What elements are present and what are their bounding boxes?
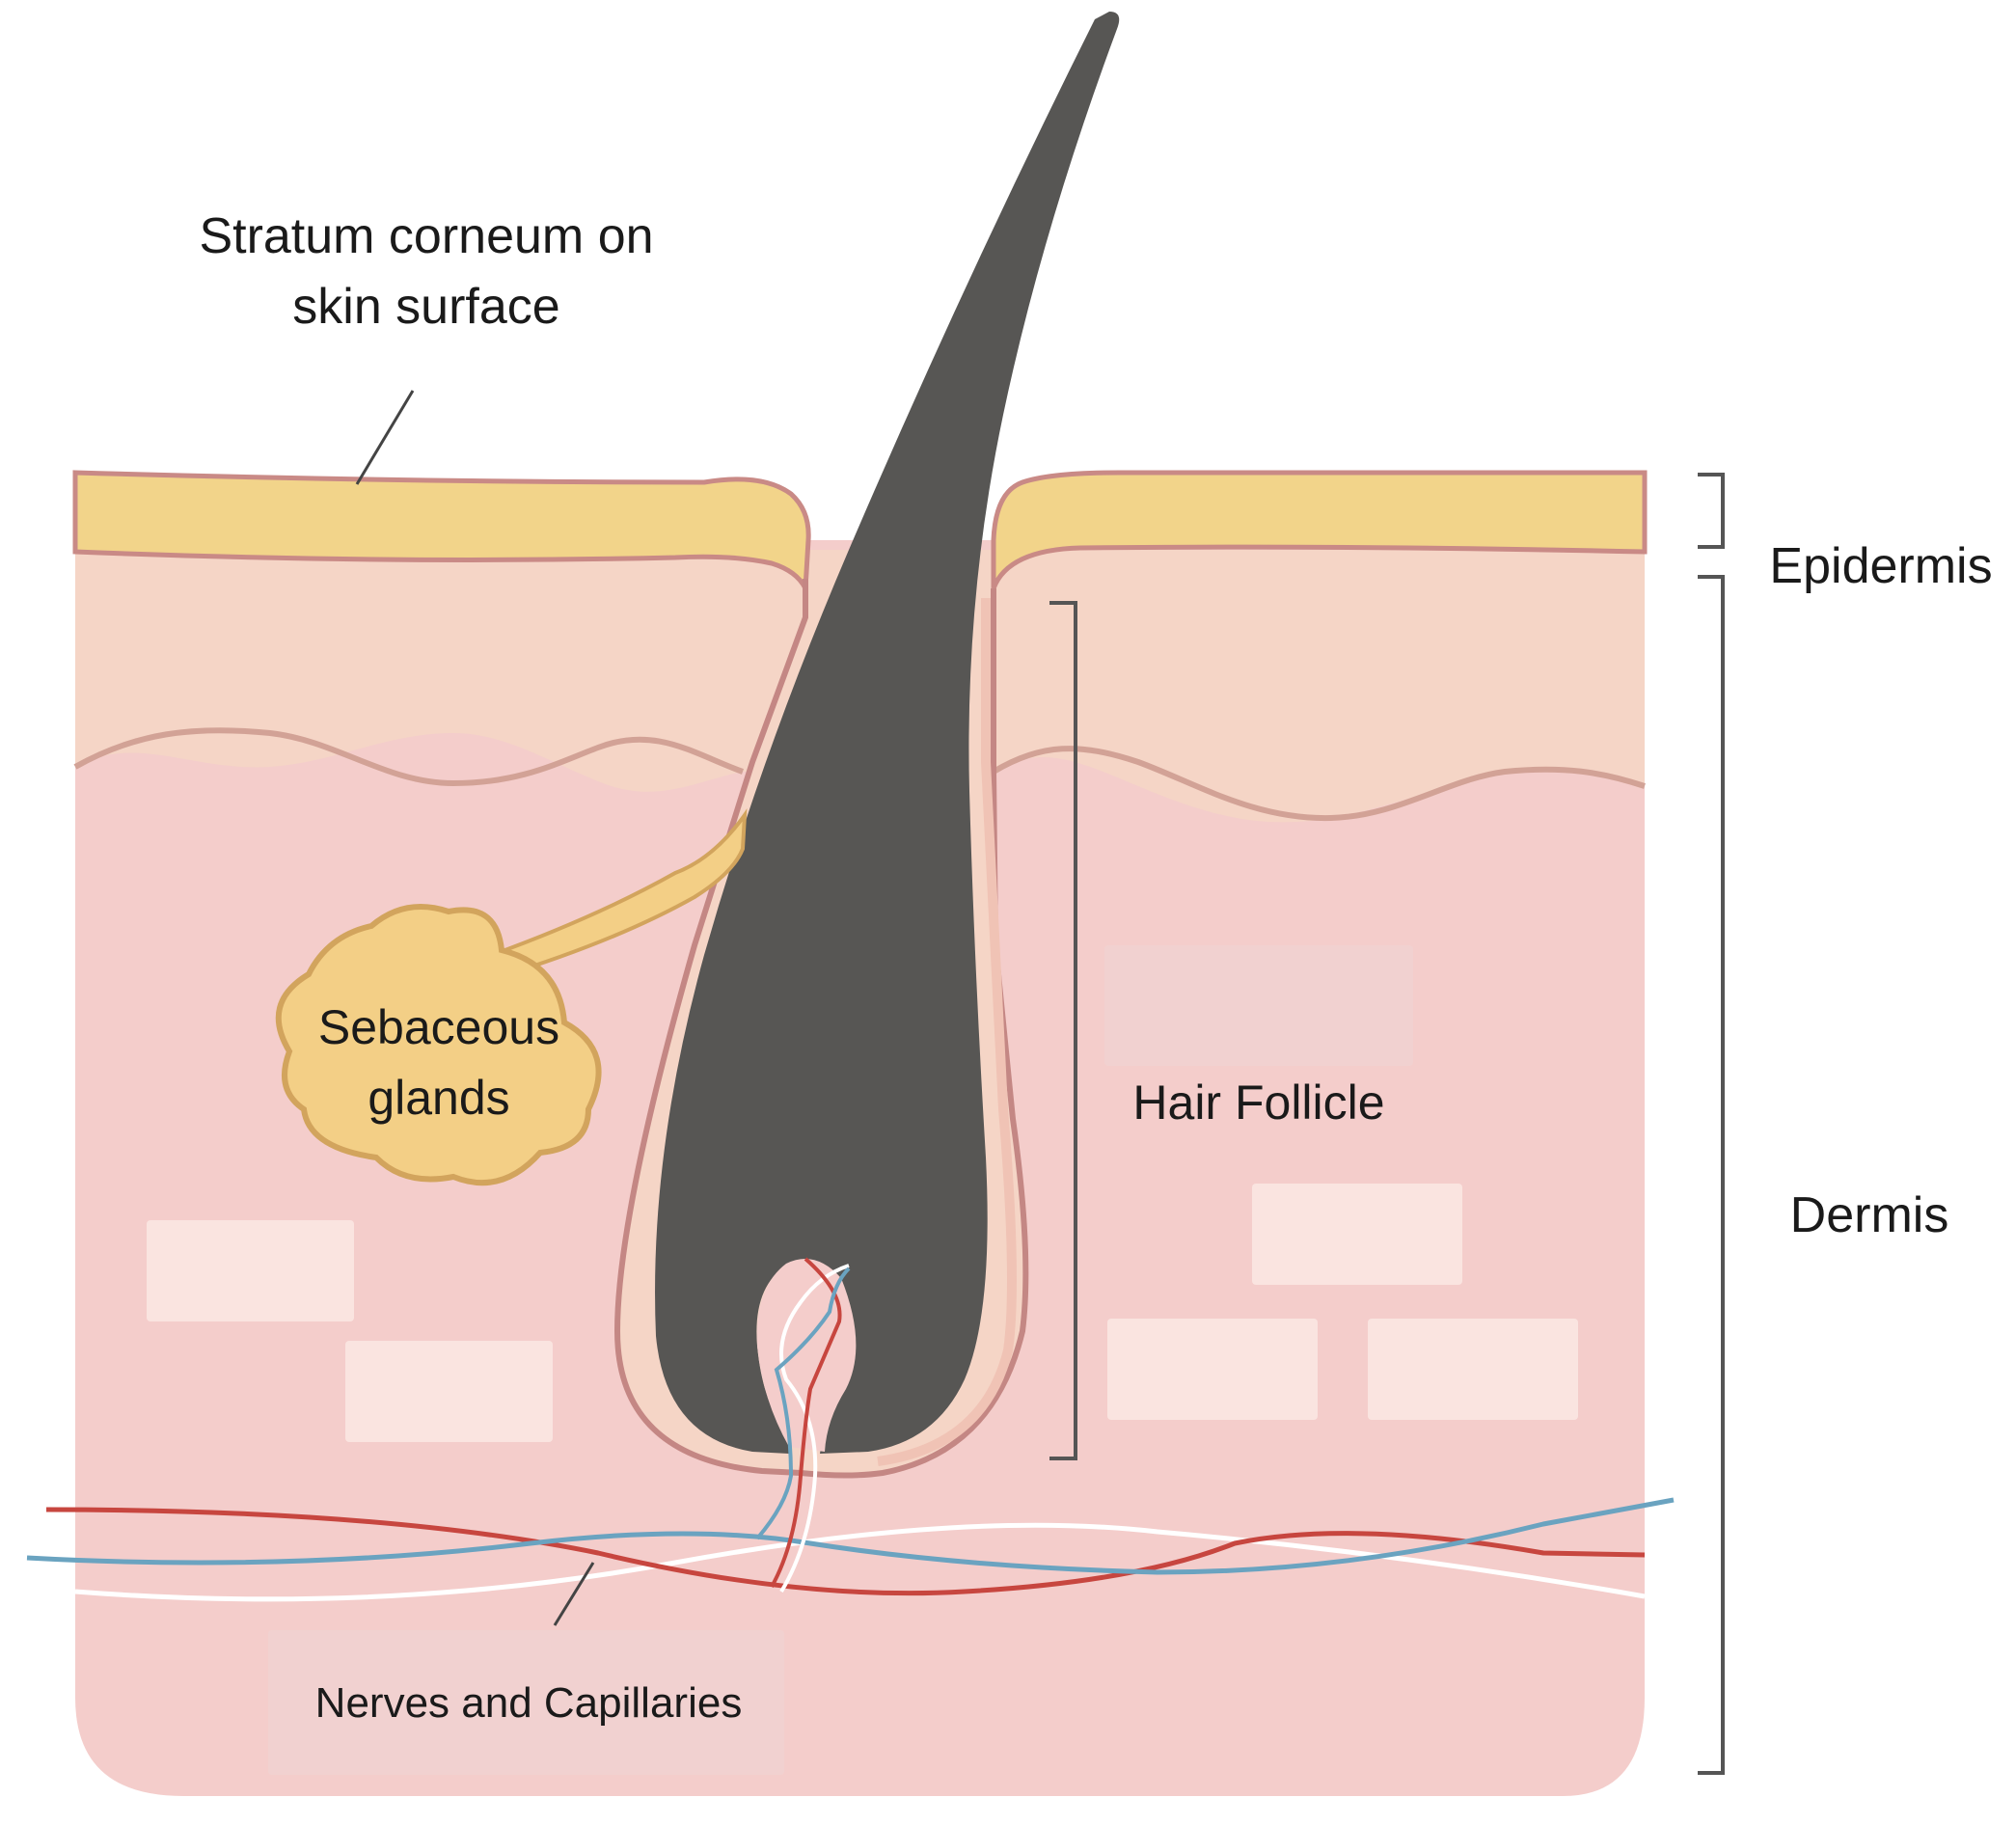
placeholder-boxes xyxy=(147,945,1578,1775)
placeholder-box xyxy=(1104,945,1413,1066)
vein-loop xyxy=(755,1267,851,1540)
sebaceous-label-line1: Sebaceous xyxy=(318,1000,559,1054)
artery-loop xyxy=(770,1257,842,1588)
dermal-epidermal-junction xyxy=(73,727,745,787)
dermis-bracket xyxy=(1698,575,1725,1775)
placeholder-box xyxy=(268,1630,784,1775)
nerves-capillaries-label: Nerves and Capillaries xyxy=(315,1679,743,1727)
placeholder-box xyxy=(345,1341,553,1442)
dermis-label: Dermis xyxy=(1790,1187,1949,1243)
placeholder-box xyxy=(1107,1319,1318,1420)
placeholder-box xyxy=(147,1220,354,1321)
hair-shaft xyxy=(655,12,1120,1454)
stratum-corneum-right xyxy=(991,470,1648,589)
epidermis-label: Epidermis xyxy=(1769,538,1992,594)
dermal-epidermal-junction-right xyxy=(992,746,1646,822)
placeholder-box xyxy=(1368,1319,1578,1420)
stratum-corneum-label-line1: Stratum corneum on xyxy=(199,208,653,264)
stratum-corneum-label-line2: skin surface xyxy=(292,279,559,335)
sebaceous-label-line2: glands xyxy=(368,1071,509,1125)
epidermis-bracket xyxy=(1698,473,1725,549)
placeholder-box xyxy=(1252,1184,1462,1285)
vein-capillary xyxy=(26,1497,1675,1575)
hair-follicle-label: Hair Follicle xyxy=(1132,1076,1384,1130)
stratum-corneum-leader xyxy=(355,390,415,485)
follicle-inner-sheath xyxy=(877,598,1017,1466)
nerve-loop xyxy=(779,1264,850,1593)
nerves-leader xyxy=(553,1562,595,1626)
hair-follicle-bracket xyxy=(1049,601,1077,1460)
artery-capillary xyxy=(45,1507,1646,1596)
sebaceous-gland xyxy=(275,904,602,1186)
